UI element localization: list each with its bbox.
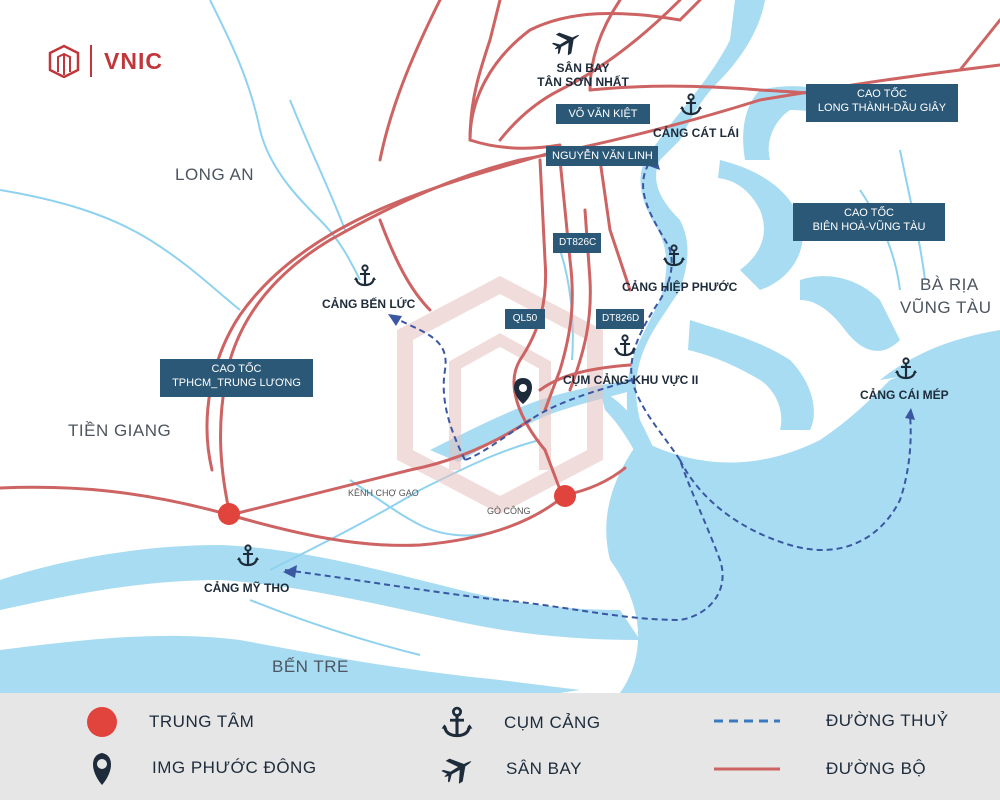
legend-label: ĐƯỜNG THUỶ xyxy=(826,711,949,730)
legend-item-img: IMG PHƯỚC ĐÔNG xyxy=(88,749,317,787)
region-ben-tre: BẾN TRE xyxy=(272,657,349,676)
region-long-an: LONG AN xyxy=(175,165,254,184)
port-my-tho-label: CẢNG MỸ THO xyxy=(204,580,289,595)
road-box-dt826c: DT826C xyxy=(553,233,601,253)
port-hiep-phuoc-label: CẢNG HIỆP PHƯỚC xyxy=(622,279,738,294)
legend-item-cum-cang: CỤM CẢNG xyxy=(440,705,601,741)
airplane-icon xyxy=(551,32,580,56)
port-khu-vuc-ii-label: CỤM CẢNG KHU VỰC II xyxy=(563,372,698,387)
center-dot xyxy=(554,485,576,507)
minor-rivers xyxy=(0,0,926,656)
road-box-long-thanh-dau-giay: CAO TỐC LONG THÀNH-DẦU GIÂY xyxy=(806,84,958,122)
box-line-1: CAO TỐC xyxy=(857,88,907,100)
port-ben-luc-label: CẢNG BẾN LỨC xyxy=(322,296,416,311)
road-box-dt826d: DT826D xyxy=(596,309,644,329)
port-cai-mep-label: CẢNG CÁI MÉP xyxy=(860,387,949,402)
map-canvas: SÂN BAY TÂN SƠN NHẤT LONG AN TIỀN GIANG … xyxy=(0,0,1000,693)
region-tien-giang: TIỀN GIANG xyxy=(68,421,171,440)
map-legend: TRUNG TÂM IMG PHƯỚC ĐÔNG CỤM CẢNG SÂN BA… xyxy=(0,693,1000,800)
legend-label: ĐƯỜNG BỘ xyxy=(826,759,927,778)
box-line-2: BIÊN HOÀ-VŨNG TÀU xyxy=(812,221,926,233)
road-box-nguyen-van-linh: NGUYỄN VĂN LINH xyxy=(546,146,658,166)
region-ba-ria: BÀ RỊA xyxy=(920,275,979,294)
anchor-icon xyxy=(440,706,474,738)
brand-name: VNIC xyxy=(104,47,163,74)
road-box-vo-van-kiet: VÕ VĂN KIỆT xyxy=(556,104,650,124)
legend-item-duong-thuy: ĐƯỜNG THUỶ xyxy=(712,711,949,731)
anchor-icon xyxy=(612,334,638,357)
legend-label: SÂN BAY xyxy=(506,759,582,778)
vnic-logo-icon xyxy=(48,44,80,78)
box-line-2: LONG THÀNH-DẦU GIÂY xyxy=(817,102,947,114)
water-bodies xyxy=(0,0,1000,693)
dashed-line-icon xyxy=(714,719,780,723)
legend-item-san-bay: SÂN BAY xyxy=(440,753,582,785)
region-vung-tau: VŨNG TÀU xyxy=(900,298,992,317)
kenh-cho-gao-label: KÊNH CHỢ GẠO xyxy=(348,488,419,498)
airport-label-2: TÂN SƠN NHẤT xyxy=(537,74,629,89)
road-box-ql50: QL50 xyxy=(505,309,545,329)
legend-item-duong-bo: ĐƯỜNG BỘ xyxy=(712,759,926,779)
airplane-icon xyxy=(441,758,472,784)
location-pin-icon xyxy=(93,753,111,785)
port-cat-lai-label: CẢNG CÁT LÁI xyxy=(653,125,739,140)
airport-label-1: SÂN BAY xyxy=(557,60,610,75)
go-cong-label: GÒ CÔNG xyxy=(487,506,531,516)
brand-logo: VNIC xyxy=(48,44,163,78)
waterways xyxy=(284,159,912,622)
box-line-1: CAO TỐC xyxy=(844,207,894,219)
road-box-tphcm-trung-luong: CAO TỐC TPHCM_TRUNG LƯƠNG xyxy=(160,359,313,397)
red-dot-icon xyxy=(87,707,117,737)
watermark-logo xyxy=(397,275,603,515)
logo-divider xyxy=(90,45,92,77)
box-line-2: TPHCM_TRUNG LƯƠNG xyxy=(172,377,301,389)
location-pin-icon xyxy=(514,378,532,404)
legend-item-trung-tam: TRUNG TÂM xyxy=(85,705,254,739)
legend-label: TRUNG TÂM xyxy=(149,712,255,731)
box-line-1: CAO TỐC xyxy=(211,363,262,375)
legend-label: CỤM CẢNG xyxy=(504,713,601,732)
solid-line-icon xyxy=(714,767,780,771)
center-dot xyxy=(218,503,240,525)
legend-label: IMG PHƯỚC ĐÔNG xyxy=(152,758,317,777)
road-box-bien-hoa-vung-tau: CAO TỐC BIÊN HOÀ-VŨNG TÀU xyxy=(793,203,945,241)
